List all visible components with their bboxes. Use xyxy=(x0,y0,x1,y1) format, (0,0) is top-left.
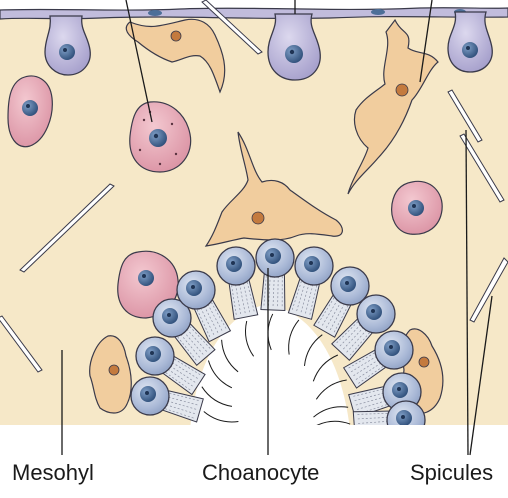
choanocyte-cell xyxy=(152,298,233,389)
choanocyte-cell xyxy=(255,238,295,351)
choanocyte-chamber-lumen xyxy=(190,304,350,425)
pinacocyte-cell xyxy=(267,13,321,81)
leader-lines-top xyxy=(125,0,433,123)
label-spicules: Spicules xyxy=(410,460,494,485)
leader-lines-labels xyxy=(61,129,493,456)
choanocyte-cell xyxy=(287,246,334,355)
archaeocyte-cell xyxy=(391,180,443,235)
spicules xyxy=(0,0,508,373)
choanocyte-cell xyxy=(312,294,396,382)
choanocyte-ring xyxy=(130,238,426,425)
choanocyte-cell xyxy=(315,330,414,400)
archaeocyte-cell xyxy=(7,75,53,148)
amoebocyte-cell xyxy=(89,335,132,414)
pinacocyte-cell xyxy=(44,15,91,76)
label-mesohyl: Mesohyl xyxy=(12,460,94,485)
choanocyte-cell xyxy=(316,400,426,425)
choanocyte-cell xyxy=(130,376,239,423)
choanocyte-cell xyxy=(176,270,239,373)
pinacocyte-cell xyxy=(447,11,493,73)
choanocyte-cell xyxy=(135,336,233,407)
amoebocyte-cell xyxy=(204,131,343,247)
archaeocyte-cell xyxy=(129,101,192,173)
label-choanocyte: Choanocyte xyxy=(202,460,320,485)
choanocyte-cell xyxy=(216,246,259,357)
amoebocyte-cell xyxy=(125,18,226,94)
choanocyte-cell xyxy=(303,266,370,366)
